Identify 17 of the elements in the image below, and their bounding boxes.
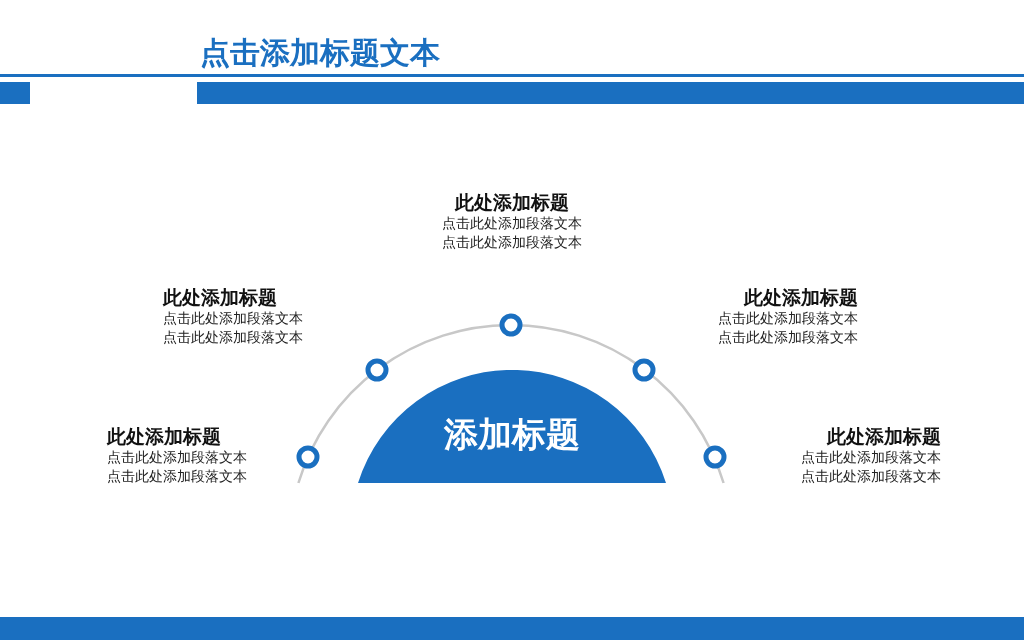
item-text: 点击此处添加段落文本 [718,328,858,347]
item-heading: 此处添加标题 [107,424,221,448]
center-title: 添加标题 [443,413,581,456]
item-text: 点击此处添加段落文本 [442,214,582,233]
item-heading: 此处添加标题 [163,285,277,309]
item-text: 点击此处添加段落文本 [718,309,858,328]
page-title: 点击添加标题文本 [200,34,440,72]
item-text: 点击此处添加段落文本 [163,328,303,347]
item-heading: 此处添加标题 [455,190,569,214]
item-heading: 此处添加标题 [827,424,941,448]
item-heading: 此处添加标题 [744,285,858,309]
item-text: 点击此处添加段落文本 [163,309,303,328]
item-text: 点击此处添加段落文本 [801,448,941,467]
item-text: 点击此处添加段落文本 [107,448,247,467]
item-text: 点击此处添加段落文本 [801,467,941,486]
item-text: 点击此处添加段落文本 [442,233,582,252]
item-text: 点击此处添加段落文本 [107,467,247,486]
